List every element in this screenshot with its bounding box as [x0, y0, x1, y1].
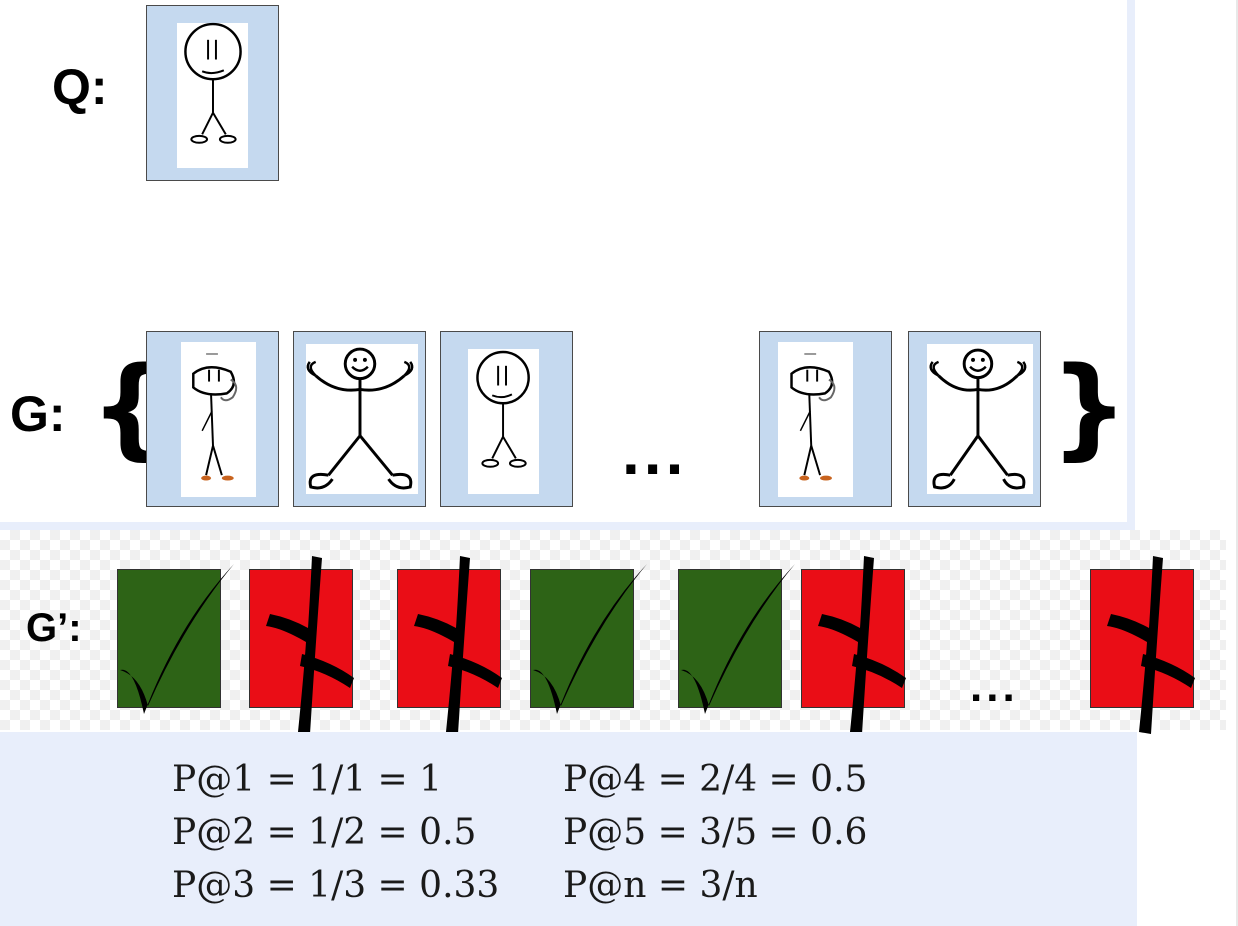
precision-formula-panel — [0, 732, 1137, 926]
gallery-image-5 — [908, 331, 1041, 507]
relevance-box-4 — [530, 564, 647, 714]
formula-pn: P@n = 3/n — [563, 865, 758, 906]
formula-p1: P@1 = 1/1 = 1 — [172, 759, 443, 800]
stick-figure-round-face-icon — [184, 22, 242, 144]
gallery-ellipsis: ... — [622, 416, 688, 488]
query-label: Q: — [52, 59, 108, 115]
relevance-box-5 — [678, 564, 795, 714]
gallery-close-brace: } — [1050, 343, 1129, 471]
gallery-image-3 — [440, 331, 573, 507]
relevance-box-3 — [397, 556, 502, 734]
formula-p2: P@2 = 1/2 = 0.5 — [172, 812, 477, 853]
relevance-ellipsis: ... — [970, 662, 1019, 711]
stick-figure-transparent-icon — [790, 353, 836, 481]
relevance-box-6 — [801, 556, 906, 734]
right-edge-divider — [1236, 0, 1238, 926]
relevance-box-n — [1090, 556, 1195, 734]
check-icon — [681, 564, 795, 714]
gallery-label: G: — [10, 386, 66, 442]
relevance-box-2 — [249, 556, 354, 734]
cross-icon — [266, 556, 354, 734]
cross-icon — [1107, 556, 1195, 734]
query-image-card — [146, 5, 279, 181]
cross-icon — [414, 556, 502, 734]
relevance-label: G’: — [26, 606, 82, 650]
stick-figure-arms-up-icon — [306, 347, 414, 490]
cross-icon — [818, 556, 906, 734]
gallery-image-2 — [293, 331, 426, 507]
stick-figure-round-face-icon — [476, 350, 530, 468]
check-icon — [533, 564, 647, 714]
gallery-image-1 — [146, 331, 279, 507]
formula-p5: P@5 = 3/5 = 0.6 — [563, 812, 868, 853]
formula-p3: P@3 = 1/3 = 0.33 — [172, 865, 500, 906]
stick-figure-transparent-icon — [192, 353, 238, 481]
gallery-image-4 — [759, 331, 892, 507]
relevance-box-1 — [117, 564, 234, 714]
formula-p4: P@4 = 2/4 = 0.5 — [563, 759, 868, 800]
stick-figure-arms-up-icon — [929, 348, 1027, 490]
check-icon — [120, 564, 234, 714]
